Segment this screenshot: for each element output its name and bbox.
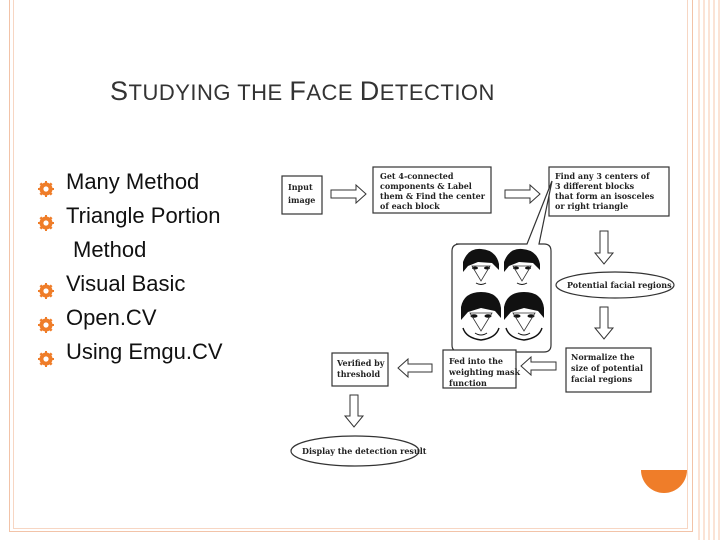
face-image-4 — [503, 292, 545, 341]
arrow-centers-to-potential — [593, 230, 615, 265]
title-part: TUDYING THE — [128, 80, 290, 105]
bullet-item: Using Emgu.CV — [38, 335, 223, 369]
bullet-item: Triangle Portion — [38, 199, 223, 233]
verified-box: Verified by threshold — [331, 352, 389, 387]
display-result-node: Display the detection result — [290, 435, 427, 467]
verified-line-2: threshold — [337, 369, 381, 379]
face-images-callout — [451, 180, 553, 353]
settings-gear-icon — [38, 309, 54, 333]
arrow-normalize-to-weighting — [520, 355, 557, 377]
settings-gear-icon — [38, 343, 54, 367]
find-centers-box: Find any 3 centers of 3 different blocks… — [548, 166, 670, 217]
arrow-weighting-to-verified — [397, 357, 433, 379]
input-image-line-1: Input — [288, 182, 313, 192]
weighting-line-2: weighting mask — [448, 367, 521, 377]
bullet-item: Method — [38, 233, 223, 267]
corner-accent-semicircle — [641, 470, 687, 493]
slide-frame-outer — [9, 0, 693, 532]
centers-line-4: or right triangle — [555, 201, 628, 211]
bullet-text: Using Emgu.CV — [66, 339, 223, 364]
face-image-1 — [462, 248, 500, 287]
title-part: S — [110, 76, 129, 106]
title-part: ETECTION — [379, 80, 495, 105]
display-result-label: Display the detection result — [302, 446, 427, 456]
centers-line-2: 3 different blocks — [555, 181, 635, 191]
normalize-line-2: size of potential — [571, 363, 643, 373]
slide-frame-inner — [13, 0, 688, 529]
title-part: D — [359, 76, 380, 106]
arrow-potential-to-normalize — [593, 306, 615, 340]
arrow-components-to-centers — [504, 183, 541, 205]
bullet-text: Visual Basic — [66, 271, 186, 296]
components-line-3: them & Find the center — [380, 191, 486, 201]
components-box: Get 4-connected components & Label them … — [372, 166, 492, 214]
title-part: F — [289, 76, 307, 106]
normalize-line-1: Normalize the — [571, 352, 635, 362]
slide-title: STUDYING THE FACE DETECTION — [110, 76, 495, 107]
centers-line-3: that form an isosceles — [555, 191, 655, 201]
verified-line-1: Verified by — [336, 358, 385, 368]
normalize-box: Normalize the size of potential facial r… — [565, 347, 652, 393]
arrow-input-to-components — [330, 183, 367, 205]
weighting-line-1: Fed into the — [449, 356, 503, 366]
centers-line-1: Find any 3 centers of — [555, 171, 650, 181]
face-image-2 — [503, 248, 541, 287]
components-line-2: components & Label — [380, 181, 472, 191]
settings-gear-icon — [38, 207, 54, 231]
bullet-text: Triangle Portion — [66, 203, 221, 228]
settings-gear-icon — [38, 173, 54, 197]
normalize-line-3: facial regions — [571, 374, 633, 384]
face-image-3 — [460, 292, 502, 341]
potential-regions-node: Potential facial regions — [555, 271, 675, 299]
bullet-item: Many Method — [38, 165, 223, 199]
bullet-text: Open.CV — [66, 305, 157, 330]
title-part: ACE — [306, 80, 360, 105]
bullet-item: Visual Basic — [38, 267, 223, 301]
bullet-text: Many Method — [66, 169, 200, 194]
input-image-line-2: image — [288, 195, 315, 205]
bullet-text: Method — [73, 237, 147, 262]
weighting-box: Fed into the weighting mask function — [442, 349, 521, 389]
arrow-verified-to-display — [343, 394, 365, 428]
components-line-4: of each block — [380, 201, 440, 211]
potential-regions-label: Potential facial regions — [567, 280, 672, 290]
input-image-box: Input image — [281, 175, 323, 215]
weighting-line-3: function — [449, 378, 487, 388]
bullet-item: Open.CV — [38, 301, 223, 335]
components-line-1: Get 4-connected — [380, 171, 454, 181]
settings-gear-icon — [38, 275, 54, 299]
decorative-stripe — [698, 0, 720, 540]
